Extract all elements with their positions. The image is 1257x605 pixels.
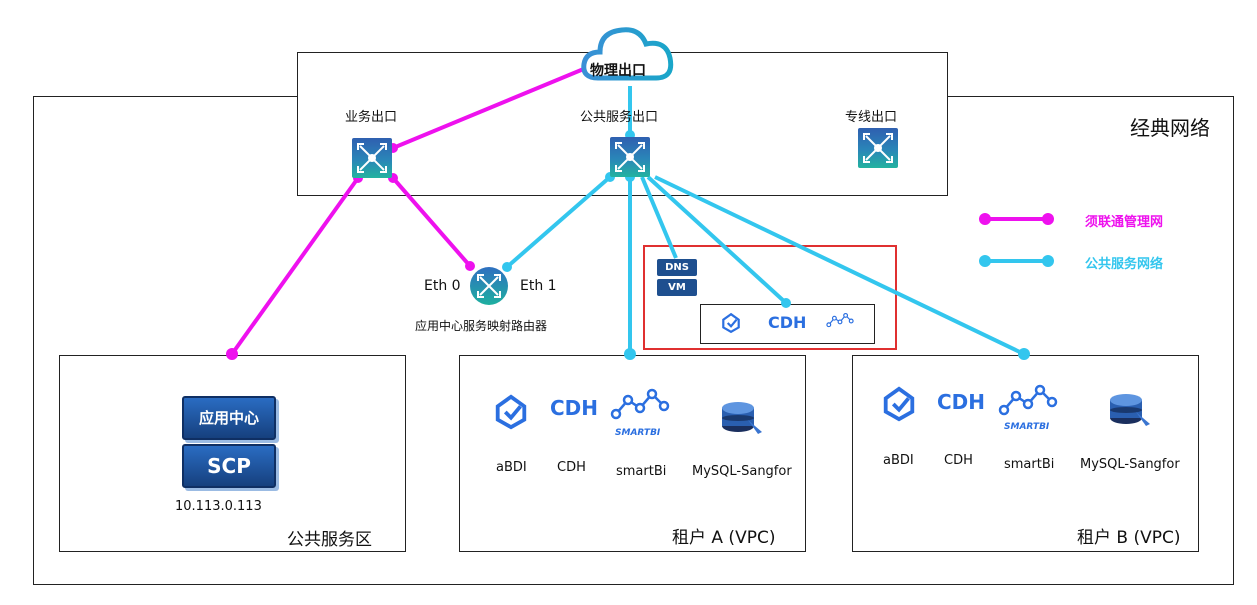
cdh-small-logo: CDH: [768, 313, 807, 332]
tenant-a-app-label-mysql: MySQL-Sangfor: [692, 464, 792, 479]
public-service-links: [502, 86, 1030, 360]
tenant-b-title: 租户 B (VPC): [1077, 528, 1181, 548]
tenant-b-app-label-smartbi: smartBi: [1004, 457, 1055, 472]
dedicated-exit-label: 专线出口: [845, 110, 898, 125]
tenant-b-app-label-mysql: MySQL-Sangfor: [1080, 457, 1180, 472]
tenant-b-smartbi-icon: [998, 384, 1058, 416]
tenant-a-app-label-abdi: aBDI: [496, 460, 527, 475]
dns-vm-icon: DNS VM: [657, 259, 697, 297]
tenant-b-zone: [852, 355, 1199, 552]
tenant-a-cdh-logo: CDH: [550, 396, 599, 420]
cloud-icon: [581, 27, 674, 81]
legend-mgmt-label: 须联通管理网: [1085, 215, 1164, 230]
tenant-a-title: 租户 A (VPC): [672, 528, 776, 548]
tenant-a-app-label-cdh: CDH: [557, 460, 586, 475]
legend-lines: [979, 213, 1054, 267]
cloud-label: 物理出口: [590, 63, 646, 79]
router-eth1-label: Eth 1: [520, 278, 557, 294]
tenant-b-app-label-abdi: aBDI: [883, 453, 914, 468]
smartbi-small-icon: [826, 312, 854, 328]
tenant-b-app-label-cdh: CDH: [944, 453, 973, 468]
business-exit-switch-icon: [352, 138, 392, 178]
public-service-exit-label: 公共服务出口: [580, 110, 659, 125]
tenant-a-mysql-icon: [722, 402, 762, 434]
business-exit-label: 业务出口: [345, 110, 398, 125]
dedicated-exit-switch-icon: [858, 128, 898, 168]
tenant-a-zone: [459, 355, 806, 552]
scp-badge: SCP: [182, 444, 276, 488]
vm-label: VM: [657, 279, 697, 296]
scp-label: SCP: [207, 454, 251, 478]
router-label: 应用中心服务映射路由器: [415, 319, 548, 333]
public-zone-ip: 10.113.0.113: [175, 499, 262, 514]
tenant-a-smartbi-icon: [610, 388, 670, 420]
tenant-b-mysql-icon: [1110, 394, 1150, 426]
tenant-b-abdi-icon: [883, 386, 915, 422]
public-service-exit-switch-icon: [610, 137, 650, 177]
tenant-b-smartbi-logo-text: SMARTBI: [1004, 422, 1050, 432]
legend-public-label: 公共服务网络: [1085, 257, 1164, 272]
router-icon: [470, 267, 508, 305]
tenant-b-cdh-logo: CDH: [937, 390, 986, 414]
highlight-box: [643, 245, 897, 350]
abdi-small-icon: [722, 312, 740, 334]
app-center-label: 应用中心: [198, 409, 259, 427]
router-eth0-label: Eth 0: [424, 278, 461, 294]
tenant-a-smartbi-logo-text: SMARTBI: [615, 428, 661, 438]
dns-label: DNS: [657, 259, 697, 276]
classic-network-title: 经典网络: [1130, 116, 1210, 140]
public-zone-title: 公共服务区: [287, 530, 372, 550]
tenant-a-app-label-smartbi: smartBi: [616, 464, 667, 479]
app-center-badge: 应用中心: [182, 396, 276, 440]
tenant-a-abdi-icon: [495, 394, 527, 430]
